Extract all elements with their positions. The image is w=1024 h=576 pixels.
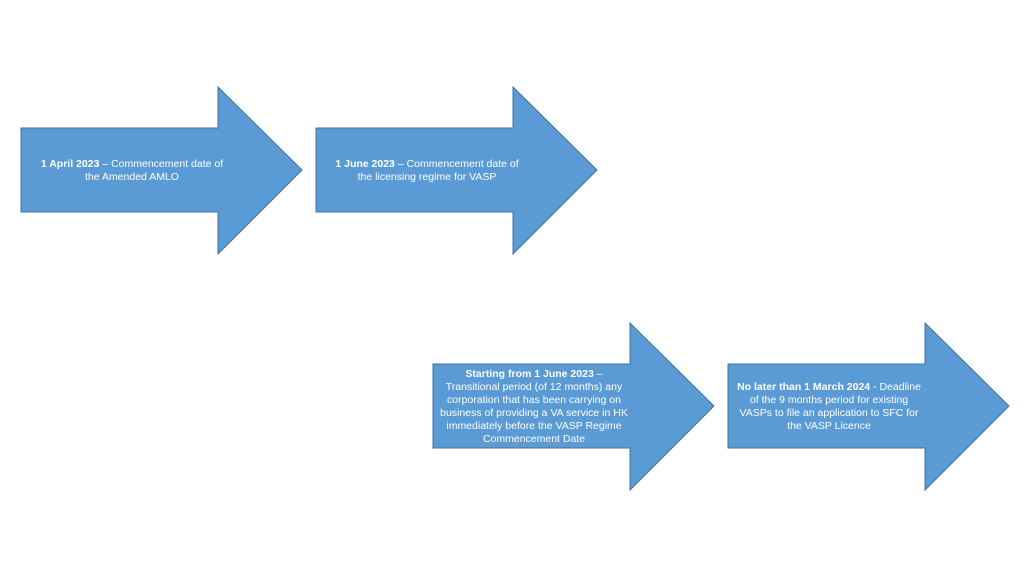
arrow-date: Starting from 1 June 2023 <box>465 368 594 380</box>
arrow-description: – Commencement date of the licensing reg… <box>357 158 519 183</box>
timeline-arrow-application-deadline: No later than 1 March 2024 - Deadline of… <box>727 321 1011 492</box>
arrow-label: No later than 1 March 2024 - Deadline of… <box>733 364 925 450</box>
timeline-arrow-transitional-period: Starting from 1 June 2023 – Transitional… <box>432 321 716 492</box>
arrow-shape <box>432 321 715 492</box>
arrow-shape <box>727 321 1010 492</box>
arrow-description: – Commencement date of the Amended AMLO <box>85 158 224 183</box>
timeline-arrow-licensing-regime: 1 June 2023 – Commencement date of the l… <box>315 85 599 256</box>
arrow-date: 1 April 2023 <box>40 158 100 170</box>
arrow-description: - Deadline of the 9 months period for ex… <box>739 381 921 432</box>
arrow-shape <box>315 85 598 256</box>
arrow-description: – Transitional period (of 12 months) any… <box>440 368 628 445</box>
arrow-date: 1 June 2023 <box>335 158 395 170</box>
arrow-shape <box>20 85 303 256</box>
arrow-label: Starting from 1 June 2023 – Transitional… <box>438 364 630 450</box>
arrow-label: 1 June 2023 – Commencement date of the l… <box>329 128 525 214</box>
timeline-arrow-amended-amlo: 1 April 2023 – Commencement date of the … <box>20 85 304 256</box>
arrow-date: No later than 1 March 2024 <box>737 381 871 393</box>
arrow-label: 1 April 2023 – Commencement date of the … <box>34 128 230 214</box>
